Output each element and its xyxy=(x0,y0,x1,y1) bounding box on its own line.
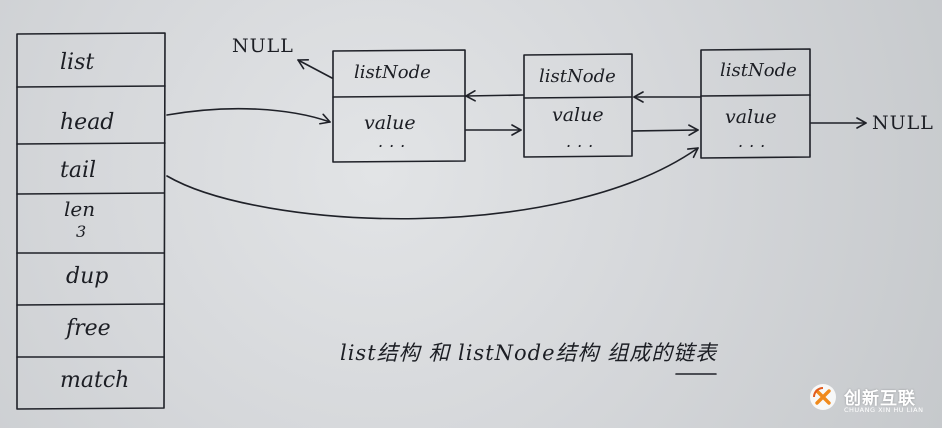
tail-arrow xyxy=(166,147,699,220)
watermark-logo-icon xyxy=(810,384,836,410)
node-1-value: value xyxy=(364,112,416,134)
node-1-dots: ... xyxy=(378,132,412,151)
list-divider xyxy=(16,85,166,88)
field-len: len xyxy=(64,197,96,221)
list-struct-box xyxy=(16,32,166,410)
list-divider xyxy=(16,303,165,306)
null-right-label: NULL xyxy=(872,112,934,134)
next-arrow-2 xyxy=(632,124,699,136)
list-divider xyxy=(16,142,166,145)
node-box-3 xyxy=(700,48,811,159)
field-free: free xyxy=(66,316,111,341)
node-3-dots: ... xyxy=(738,132,772,151)
node-2-value: value xyxy=(552,104,604,126)
node-divider-2 xyxy=(523,96,633,99)
node-divider-1 xyxy=(332,95,466,98)
field-match: match xyxy=(60,368,130,393)
watermark-subtitle: CHUANG XIN HU LIAN xyxy=(844,406,924,414)
field-len-value: 3 xyxy=(76,222,87,241)
null-left-label: NULL xyxy=(232,35,294,57)
watermark-name: 创新互联 xyxy=(844,389,916,409)
node-2-label: listNode xyxy=(539,66,616,87)
prev-arrow-2 xyxy=(465,90,524,102)
field-head: head xyxy=(60,110,115,135)
field-tail: tail xyxy=(60,158,97,183)
field-dup: dup xyxy=(66,264,109,289)
node-1-label: listNode xyxy=(354,62,431,83)
node-box-1 xyxy=(332,49,466,163)
node-2-dots: ... xyxy=(566,132,600,151)
list-divider xyxy=(16,192,165,195)
field-list: list xyxy=(60,50,95,75)
watermark: 创新互联 CHUANG XIN HU LIAN xyxy=(808,380,938,424)
prev-null-arrow xyxy=(297,58,333,79)
node-box-2 xyxy=(523,53,633,158)
diagram-caption: list结构 和 listNode结构 组成的链表 xyxy=(340,341,718,365)
node-3-label: listNode xyxy=(720,60,797,81)
head-arrow xyxy=(166,107,331,125)
node-divider-3 xyxy=(700,94,811,97)
node-3-value: value xyxy=(725,106,777,128)
